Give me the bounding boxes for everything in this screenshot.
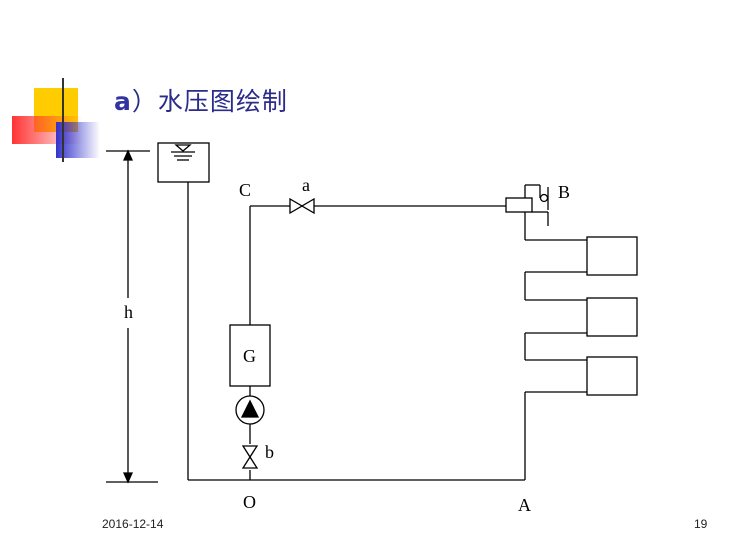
label-a-point: A [518,495,531,515]
height-dimension [106,149,158,484]
valve-a [289,197,315,215]
title-text: ）水压图绘制 [131,87,288,116]
label-g: G [243,346,256,366]
footer-date: 2016-12-14 [102,517,164,531]
pump [235,395,265,425]
label-b: b [265,442,274,462]
label-h: h [124,302,133,322]
slide-title: a）水压图绘制 [114,82,288,118]
page-number: 19 [694,517,708,531]
label-o: O [243,492,256,512]
device-b [505,184,549,240]
label-a: a [302,175,310,195]
heater-g [229,324,271,387]
label-b-upper: B [558,182,570,202]
radiator-1 [586,236,638,276]
expansion-tank [157,142,210,480]
label-c: C [239,180,251,200]
valve-b [241,445,259,469]
title-prefix: a [114,87,132,116]
radiator-2 [586,297,638,337]
radiator-3 [586,356,638,396]
supply-riser [249,205,506,480]
radiators [524,236,638,480]
